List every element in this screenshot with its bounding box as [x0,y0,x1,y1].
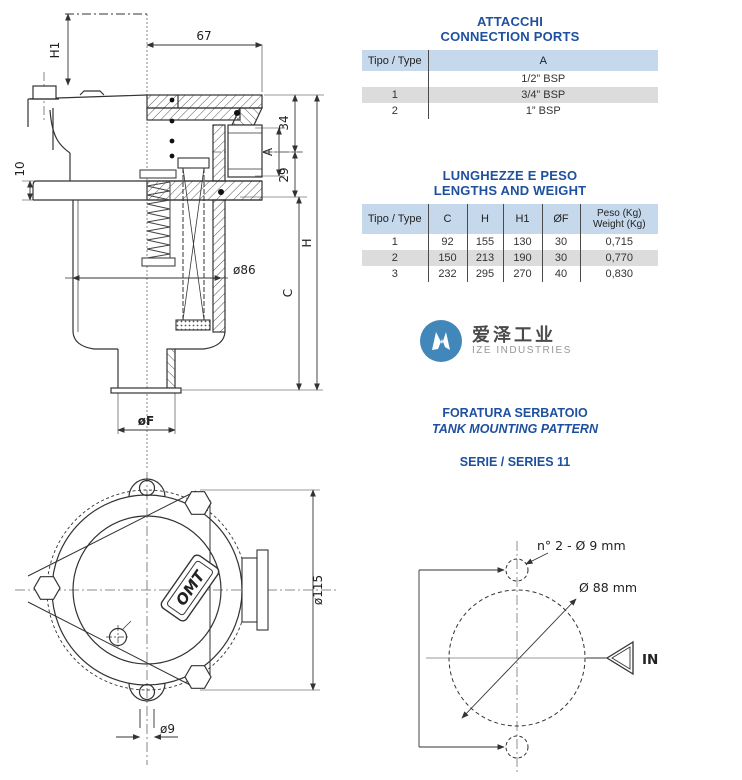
dim-label-67: 67 [196,29,211,43]
dim-label-h1: H1 [48,42,62,59]
col-header-of: ØF [541,204,580,234]
mounting-headings: FORATURA SERBATOIO TANK MOUNTING PATTERN… [362,405,668,469]
cell-of: 30 [541,234,580,250]
lengths-weight-table: Tipo / Type C H H1 ØF Peso (Kg) Weight (… [362,204,658,282]
label-holes: n° 2 - Ø 9 mm [537,538,626,553]
ize-logo-icon [420,320,462,362]
omt-logo-plate: OMT [160,554,220,622]
dim-label-29: 29 [277,167,291,182]
title-it: LUNGHEZZE E PESO [442,168,578,183]
col-header-a: A [427,50,658,71]
cell-type: 1 [391,236,398,248]
mounting-pattern-drawing: n° 2 - Ø 9 mm Ø 88 mm IN [418,538,658,775]
col-header-type: Tipo / Type [362,50,428,71]
label-inlet: IN [642,652,658,668]
dim-label-df: øF [138,414,154,428]
col-header-weight: Peso (Kg) Weight (Kg) [579,204,658,234]
dim-label-d86: ø86 [233,263,256,277]
dim-label-h: H [300,238,314,247]
filter-element [175,157,211,331]
col-header-h1: H1 [502,204,542,234]
dim-label-10: 10 [13,161,27,176]
label-diameter: Ø 88 mm [579,580,637,595]
hex-bolts [33,491,212,689]
hole-spacing-bracket [418,567,505,750]
connection-ports-title: ATTACCHI CONNECTION PORTS [362,14,658,44]
cell-a: 1/2” BSP [427,71,658,87]
heading-series: SERIE / SERIES 11 [459,455,571,469]
heading-foratura: FORATURA SERBATOIO [442,406,588,420]
side-port [241,549,269,631]
col-header-h: H [466,204,503,234]
heading-tank-mounting: TANK MOUNTING PATTERN [432,422,598,436]
title-en: LENGTHS AND WEIGHT [433,183,587,198]
cell-h: 295 [466,266,503,282]
cell-h: 213 [466,250,503,266]
connection-ports-block: ATTACCHI CONNECTION PORTS Tipo / Type A … [362,14,658,119]
cell-type [362,71,428,87]
mounting-ears [128,478,166,728]
table-row: 1 92 155 130 30 0,715 [362,234,658,250]
centerlines [15,472,338,765]
cell-a: 3/4” BSP [427,87,658,103]
dim-label-d9: ø9 [160,722,175,736]
brand-name-en: IZE INDUSTRIES [472,345,572,356]
centerlines [43,14,303,470]
cell-type: 2 [391,105,398,117]
title-en: CONNECTION PORTS [440,29,580,44]
dim-label-a: A [261,147,275,156]
connection-ports-table: Tipo / Type A 1/2” BSP 1 3/4” BSP 2 1” B… [362,50,658,119]
col-header-type: Tipo / Type [362,204,428,234]
cell-of: 40 [541,266,580,282]
cell-weight: 0,770 [579,250,658,266]
table-row: 2 1” BSP [362,103,658,119]
dimension-lines [22,13,324,434]
cell-h1: 270 [502,266,542,282]
dim-label-d115: ø115 [311,575,325,605]
cross-section-drawing: H1 67 34 A 29 C H 10 ø86 øF [13,13,324,470]
inlet-arrow [586,640,634,676]
cell-weight: 0,715 [579,234,658,250]
brand-name-cn: 爱泽工业 [472,325,556,345]
diameter-leader [461,552,577,719]
cell-c: 92 [427,234,467,250]
table-row: 1/2” BSP [362,71,658,87]
lengths-weight-block: LUNGHEZZE E PESO LENGTHS AND WEIGHT Tipo… [362,168,658,282]
filter-body-outline [27,85,263,394]
cell-c: 150 [427,250,467,266]
dim-label-c: C [281,289,295,297]
weight-header-line2: Weight (Kg) [592,219,646,230]
cell-weight: 0,830 [579,266,658,282]
lengths-weight-title: LUNGHEZZE E PESO LENGTHS AND WEIGHT [362,168,658,198]
bolt-circle [448,558,586,759]
vent-hole [106,620,132,649]
spring [139,169,177,267]
cell-c: 232 [427,266,467,282]
cell-of: 30 [541,250,580,266]
brand-logo: 爱泽工业 IZE INDUSTRIES [420,320,572,362]
cell-type: 1 [362,87,428,103]
cover-triangle [27,490,211,689]
cell-h1: 190 [502,250,542,266]
bottom-view-drawing: OMT ø115 ø9 [15,472,338,765]
centerlines [426,541,606,775]
title-it: ATTACCHI [476,14,544,29]
o-ring-dots [169,97,240,195]
weight-header-line1: Peso (Kg) [597,208,642,219]
cell-type: 2 [362,250,428,266]
brand-text: 爱泽工业 IZE INDUSTRIES [472,325,572,357]
table-row: 2 150 213 190 30 0,770 [362,250,658,266]
col-header-c: C [427,204,467,234]
cell-h1: 130 [502,234,542,250]
cell-type: 3 [391,268,398,280]
dimension-lines [116,489,320,740]
cell-h: 155 [466,234,503,250]
table-row: 1 3/4” BSP [362,87,658,103]
table-row: 3 232 295 270 40 0,830 [362,266,658,282]
cell-a: 1” BSP [427,103,658,119]
dim-label-34: 34 [277,115,291,130]
